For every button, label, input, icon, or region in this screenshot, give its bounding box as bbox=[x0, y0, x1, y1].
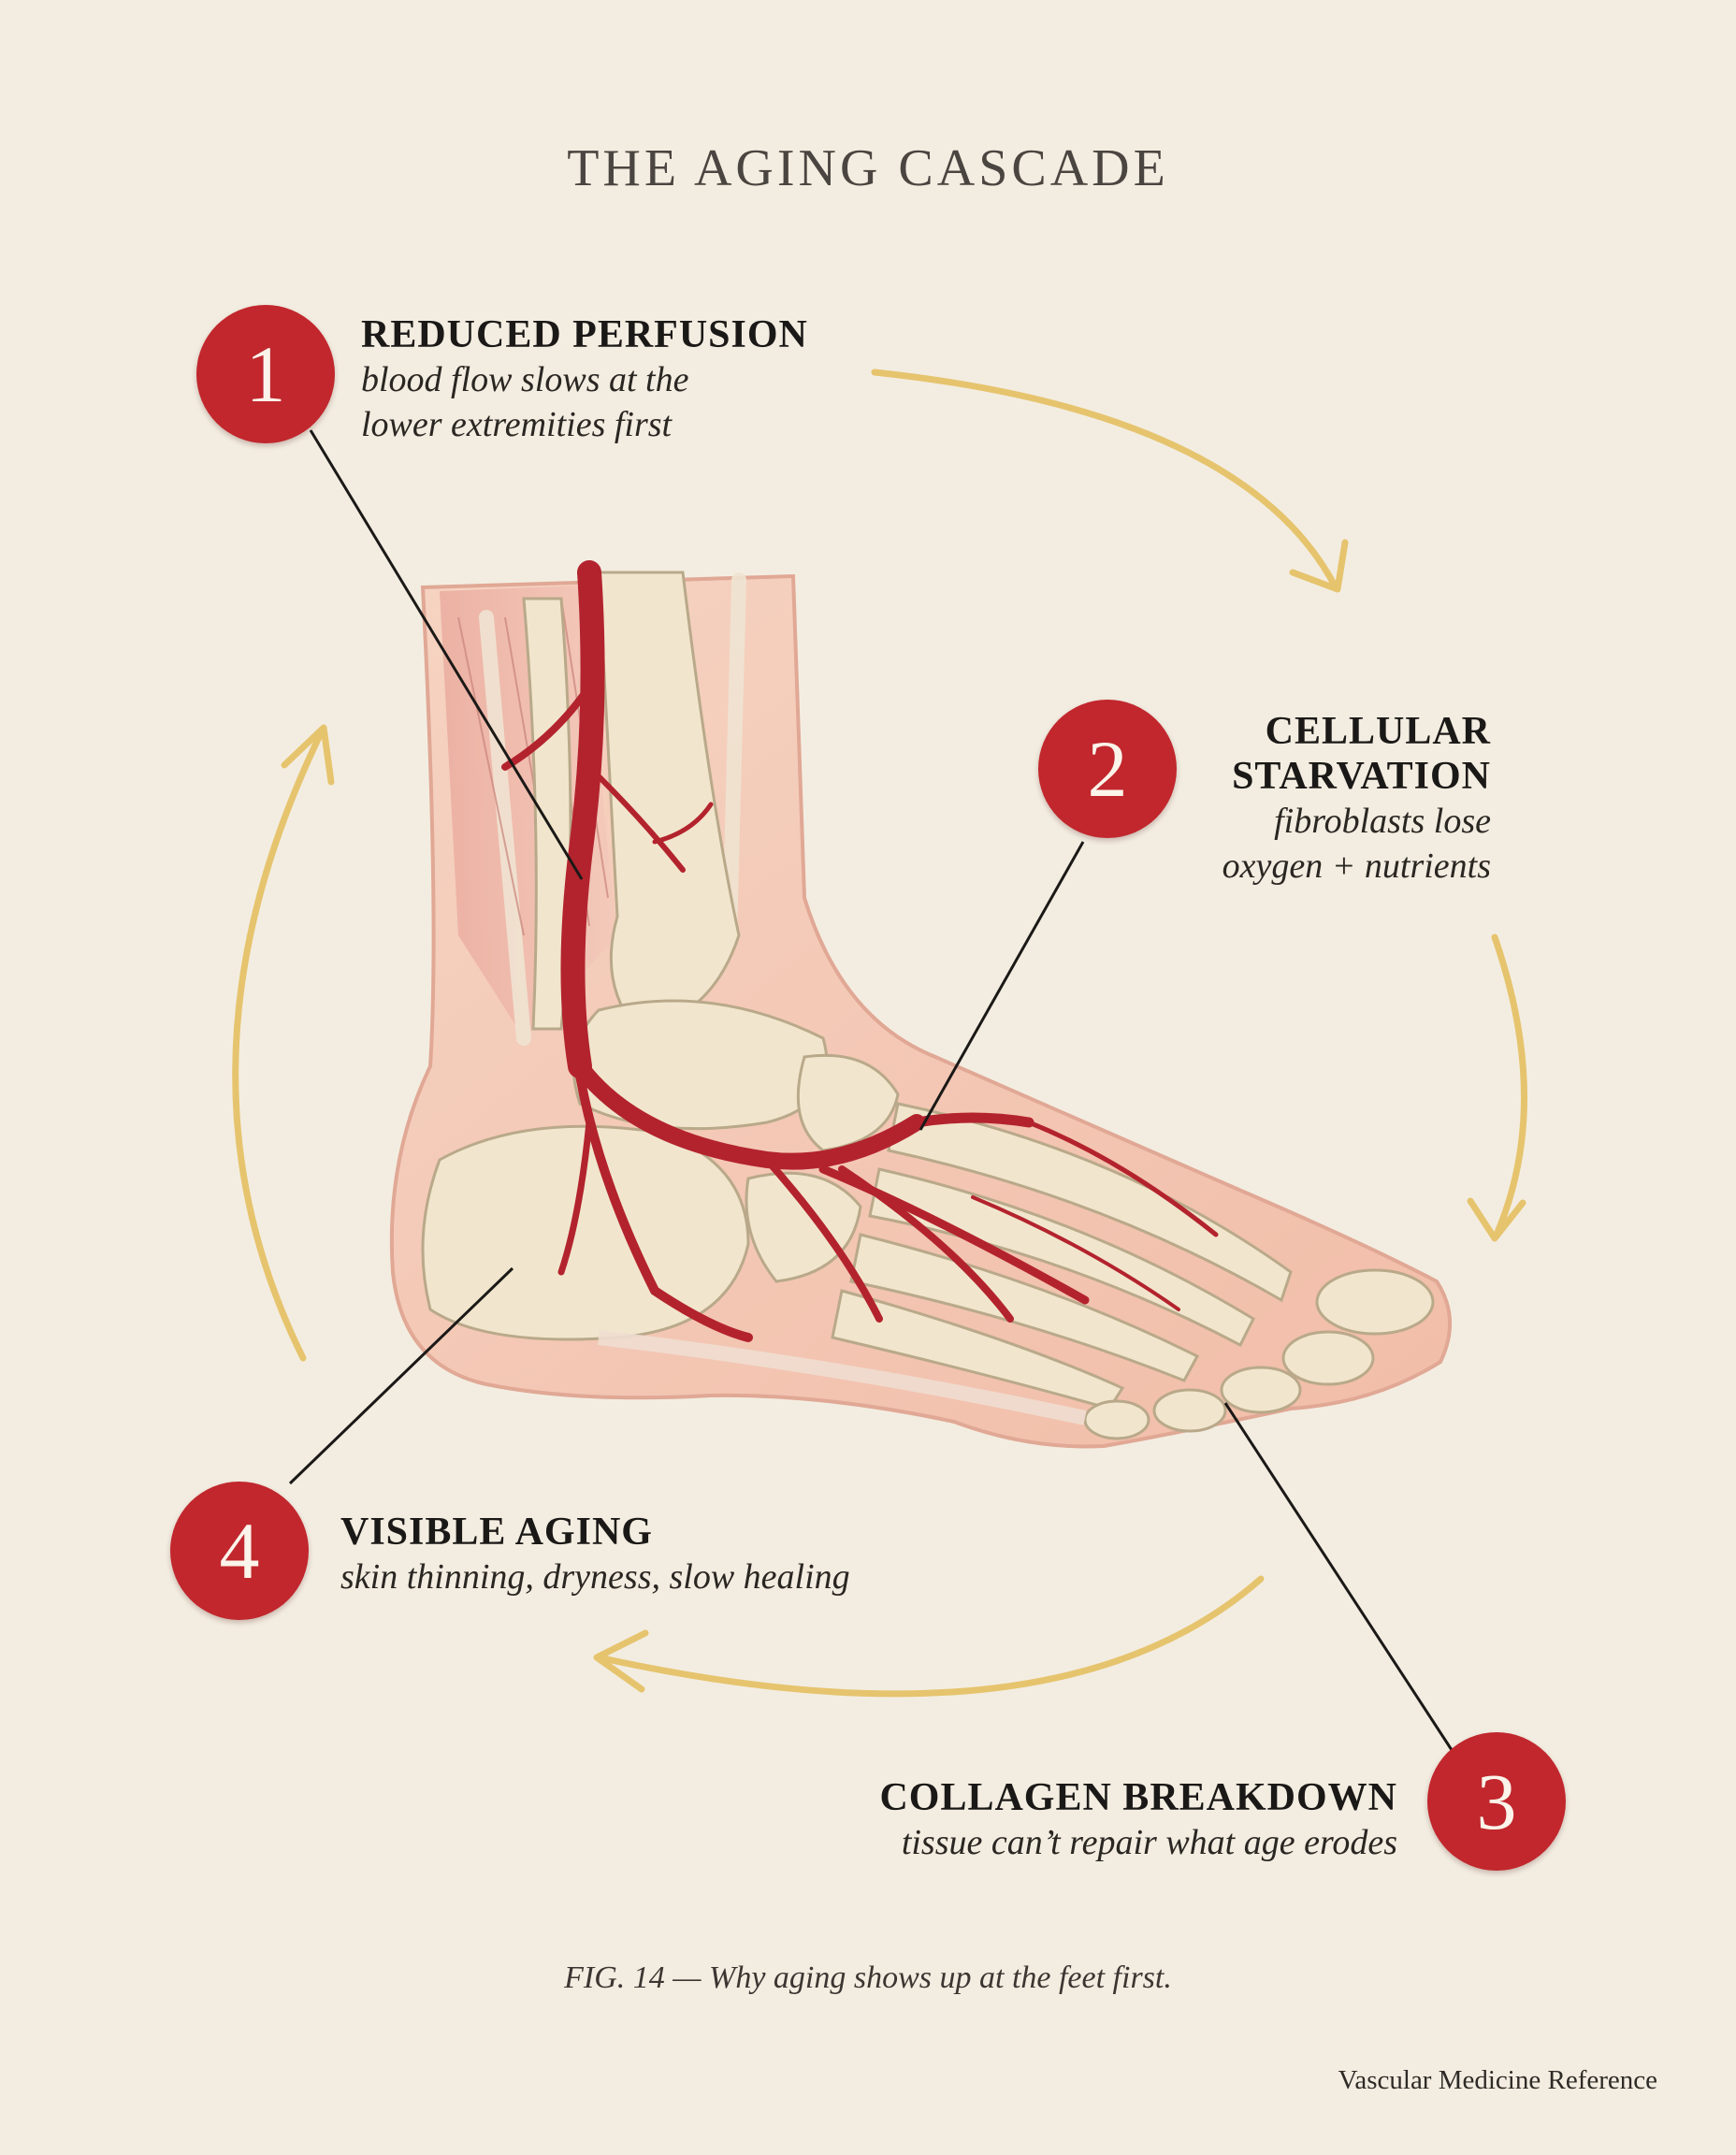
diagram-title: THE AGING CASCADE bbox=[567, 139, 1169, 197]
step-1-badge: 1 bbox=[196, 305, 335, 443]
cycle-arrow-3-to-4 bbox=[595, 1575, 1265, 1698]
step-2-desc-line2: oxygen + nutrients bbox=[1222, 846, 1491, 886]
step-2-title-line2: STARVATION bbox=[1232, 755, 1491, 798]
source-credit: Vascular Medicine Reference bbox=[1338, 2065, 1657, 2095]
metatarsal-3 bbox=[849, 1233, 1200, 1382]
toe-5 bbox=[1083, 1399, 1150, 1440]
toe-3 bbox=[1220, 1366, 1302, 1414]
figure-caption: FIG. 14 — Why aging shows up at the feet… bbox=[564, 1960, 1172, 1995]
step-3-text: COLLAGEN BREAKDOWN tissue can’t repair w… bbox=[879, 1775, 1397, 1865]
step-2-title-line1: CELLULAR bbox=[1265, 710, 1491, 753]
navicular-bone bbox=[796, 1053, 900, 1152]
cuboid-bone bbox=[745, 1171, 862, 1283]
talus-bone bbox=[571, 999, 829, 1131]
cycle-arrow-1-to-2-head bbox=[1289, 539, 1349, 593]
step-1-desc-line2: lower extremities first bbox=[361, 405, 673, 444]
main-artery bbox=[560, 560, 605, 1078]
leader-line-4 bbox=[288, 1266, 514, 1485]
step-1-desc-line1: blood flow slows at the bbox=[361, 360, 689, 399]
leader-line-1 bbox=[309, 429, 584, 880]
step-4-title: VISIBLE AGING bbox=[340, 1511, 653, 1554]
step-4-desc: skin thinning, dryness, slow healing bbox=[340, 1557, 850, 1597]
cycle-arrow-3-to-4-head bbox=[593, 1629, 649, 1693]
toe-4 bbox=[1152, 1388, 1227, 1433]
step-3-badge: 3 bbox=[1427, 1732, 1566, 1871]
cycle-arrow-1-to-2 bbox=[871, 369, 1339, 591]
step-1-title: REDUCED PERFUSION bbox=[361, 313, 808, 356]
calcaneus-bone bbox=[421, 1124, 750, 1341]
step-4-text: VISIBLE AGING skin thinning, dryness, sl… bbox=[340, 1510, 850, 1599]
cycle-arrow-4-to-1-head bbox=[281, 724, 335, 786]
step-3-title: COLLAGEN BREAKDOWN bbox=[879, 1776, 1397, 1819]
cycle-arrow-2-to-3-head bbox=[1467, 1197, 1526, 1242]
step-4-badge: 4 bbox=[170, 1482, 309, 1620]
metatarsal-1 bbox=[887, 1102, 1293, 1303]
leader-line-3 bbox=[1223, 1402, 1455, 1754]
cycle-arrow-2-to-3 bbox=[1491, 933, 1527, 1238]
step-3-desc: tissue can’t repair what age erodes bbox=[901, 1823, 1397, 1862]
step-2-text: CELLULAR STARVATION fibroblasts lose oxy… bbox=[1222, 709, 1491, 889]
toe-1 bbox=[1315, 1268, 1435, 1336]
step-2-desc-line1: fibroblasts lose bbox=[1274, 802, 1491, 841]
step-1-text: REDUCED PERFUSION blood flow slows at th… bbox=[361, 312, 808, 447]
tibia-bone bbox=[597, 571, 741, 1031]
step-2-badge: 2 bbox=[1038, 700, 1177, 838]
toe-2 bbox=[1281, 1330, 1375, 1386]
leader-line-2 bbox=[919, 841, 1085, 1131]
cycle-arrow-4-to-1 bbox=[232, 728, 326, 1362]
